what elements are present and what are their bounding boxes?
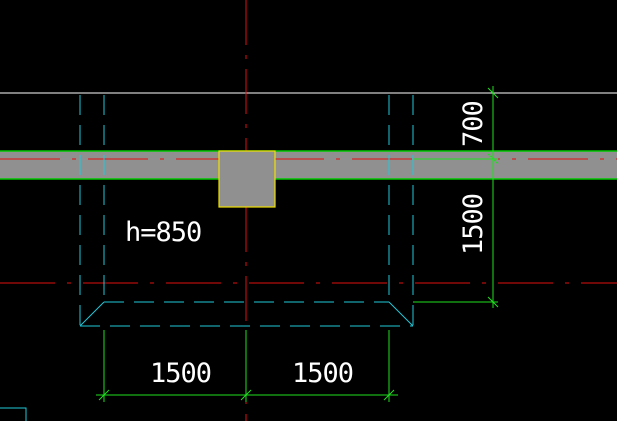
dimension-right (413, 86, 499, 308)
dim-text-right-lower: 1500 (458, 194, 489, 255)
footing-height-label: h=850 (125, 217, 201, 248)
footing-hidden-lines (79, 95, 414, 327)
corner-fragment (0, 407, 27, 421)
dim-text-bottom-right: 1500 (292, 358, 353, 389)
dim-text-right-upper: 700 (458, 101, 489, 147)
column-section (218, 150, 276, 208)
beam-strip (0, 151, 617, 179)
dimension-bottom (96, 330, 398, 402)
dim-text-bottom-left: 1500 (150, 358, 211, 389)
footing-corner-diagonals (79, 301, 414, 327)
